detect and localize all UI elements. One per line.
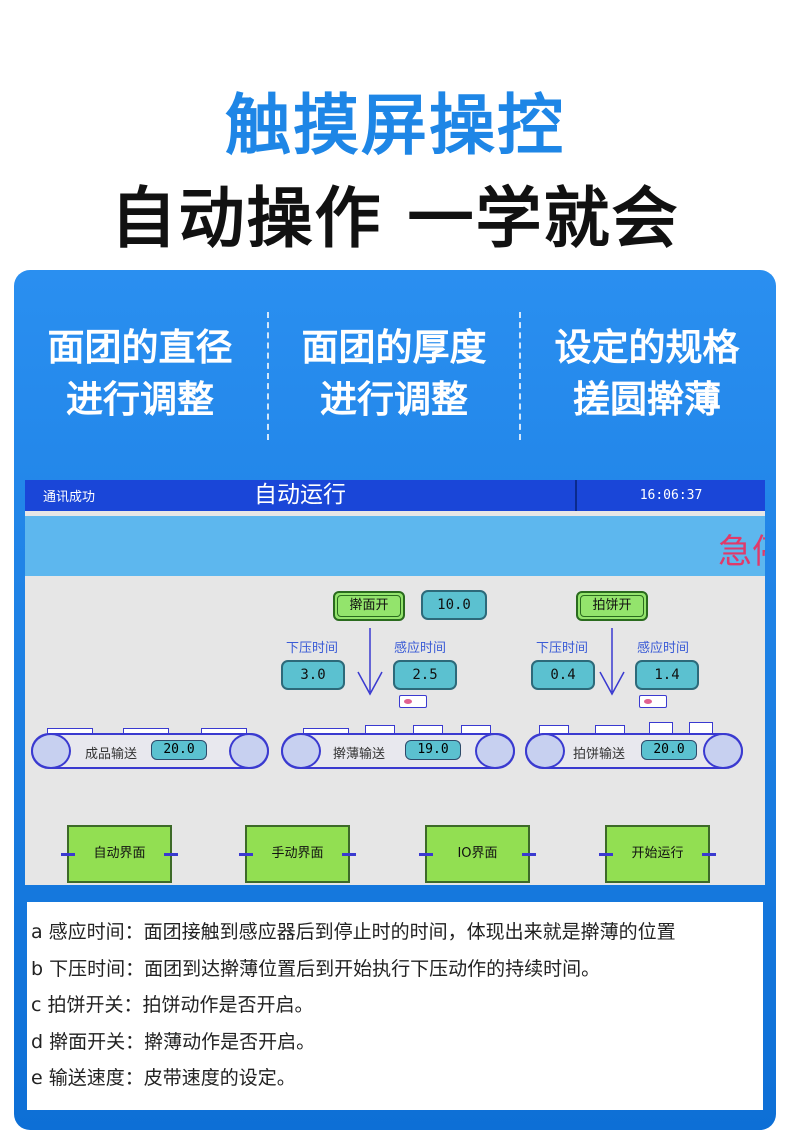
headline-primary: 触摸屏操控 [225, 87, 565, 164]
belt-speed-field[interactable]: 20.0 [641, 740, 697, 760]
nav-start-button[interactable]: 开始运行 [599, 825, 716, 883]
down-arrow-icon [599, 628, 625, 696]
feature-thickness: 面团的厚度 进行调整 [269, 322, 519, 426]
press-switch-button[interactable]: 擀面开 [333, 591, 405, 621]
flow-arrows [357, 628, 625, 696]
belt-flat: 拍饼输送 20.0 [525, 733, 743, 769]
connection-status: 通讯成功 [43, 490, 96, 505]
right-sense-time-field[interactable]: 1.4 [635, 660, 699, 690]
note-item: c 拍饼开关：拍饼动作是否开启。 [31, 994, 314, 1016]
left-sensor-icon [399, 695, 427, 708]
left-sense-time-label: 感应时间 [394, 641, 447, 656]
feature-diameter-line2: 进行调整 [66, 378, 214, 421]
feature-spec-line2: 搓圆擀薄 [573, 378, 721, 421]
hmi-page-title: 自动运行 [254, 482, 346, 508]
hmi-title-bar: 通讯成功 自动运行 16:06:37 [25, 480, 765, 511]
belt-speed-field[interactable]: 19.0 [405, 740, 461, 760]
feature-spec: 设定的规格 搓圆擀薄 [522, 322, 772, 426]
belt-rolling: 擀薄输送 19.0 [281, 733, 515, 769]
hmi-screen: 通讯成功 自动运行 16:06:37 急停 擀面开 10.0 下压时间 感应时间… [25, 480, 765, 885]
nav-label: IO界面 [457, 846, 498, 861]
nav-label: 手动界面 [271, 846, 324, 861]
nav-auto-button[interactable]: 自动界面 [61, 825, 178, 883]
feature-divider [519, 312, 521, 440]
alarm-band [25, 516, 765, 576]
feature-diameter: 面团的直径 进行调整 [15, 322, 265, 426]
feature-thickness-line1: 面团的厚度 [301, 326, 487, 369]
nav-manual-button[interactable]: 手动界面 [239, 825, 356, 883]
belt-finished: 成品输送 20.0 [31, 733, 269, 769]
left-sense-time-field[interactable]: 2.5 [393, 660, 457, 690]
right-sensor-icon [639, 695, 667, 708]
roller-icon [525, 733, 565, 769]
pin-marker [61, 853, 75, 856]
note-item: a 感应时间：面团接触到感应器后到停止时的时间，体现出来就是擀薄的位置 [31, 921, 676, 943]
note-item: b 下压时间：面团到达擀薄位置后到开始执行下压动作的持续时间。 [31, 957, 601, 980]
roller-icon [229, 733, 269, 769]
clock: 16:06:37 [575, 480, 765, 511]
nav-label: 自动界面 [93, 846, 146, 861]
left-press-time-label: 下压时间 [286, 641, 339, 656]
press-value-field[interactable]: 10.0 [421, 590, 487, 620]
feature-diameter-line1: 面团的直径 [47, 326, 233, 369]
belt-label: 成品输送 [85, 747, 138, 762]
feature-divider [267, 312, 269, 440]
pin-marker [342, 853, 356, 856]
pin-marker [522, 853, 536, 856]
pin-marker [599, 853, 613, 856]
belt-label: 擀薄输送 [333, 747, 386, 762]
belt-label: 拍饼输送 [573, 747, 626, 762]
flat-switch-button[interactable]: 拍饼开 [576, 591, 648, 621]
right-sense-time-label: 感应时间 [637, 641, 690, 656]
headline-secondary: 自动操作 一学就会 [110, 180, 680, 257]
feature-spec-line1: 设定的规格 [554, 326, 740, 369]
right-press-time-field[interactable]: 0.4 [531, 660, 595, 690]
roller-icon [281, 733, 321, 769]
feature-thickness-line2: 进行调整 [320, 378, 468, 421]
pin-marker [239, 853, 253, 856]
left-press-time-field[interactable]: 3.0 [281, 660, 345, 690]
pin-marker [419, 853, 433, 856]
roller-icon [475, 733, 515, 769]
note-item: e 输送速度：皮带速度的设定。 [31, 1067, 296, 1089]
right-press-time-label: 下压时间 [536, 641, 589, 656]
roller-icon [31, 733, 71, 769]
nav-io-button[interactable]: IO界面 [419, 825, 536, 883]
down-arrow-icon [357, 628, 383, 696]
emergency-stop-label[interactable]: 急停 [718, 532, 765, 572]
note-item: d 擀面开关：擀薄动作是否开启。 [31, 1030, 316, 1053]
nav-label: 开始运行 [631, 846, 684, 861]
pin-marker [164, 853, 178, 856]
notes-box: a 感应时间：面团接触到感应器后到停止时的时间，体现出来就是擀薄的位置 b 下压… [27, 902, 763, 1110]
roller-icon [703, 733, 743, 769]
belt-speed-field[interactable]: 20.0 [151, 740, 207, 760]
pin-marker [702, 853, 716, 856]
